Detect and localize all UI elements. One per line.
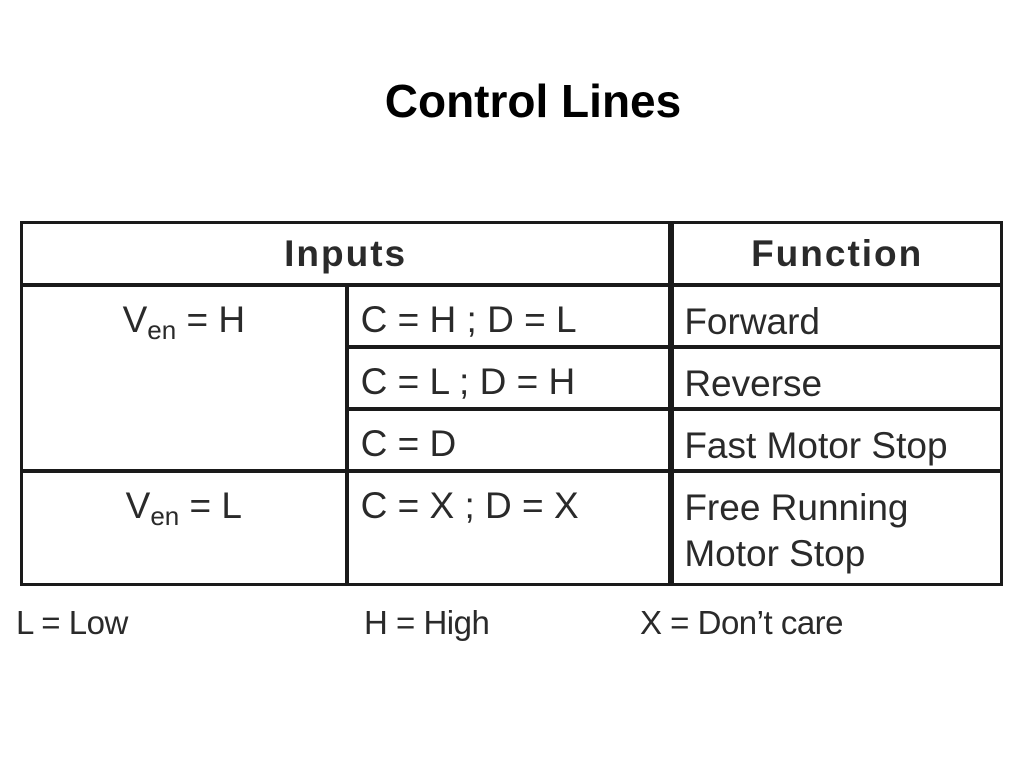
cd-condition-cell: C = D [348, 411, 675, 473]
ven-low-cell: Ven = L [23, 473, 349, 583]
function-line: Motor Stop [684, 533, 866, 574]
function-cell: Free Running Motor Stop [674, 473, 1000, 583]
inputs-header: Inputs [23, 224, 675, 287]
function-cell: Forward [674, 287, 1000, 349]
function-cell: Reverse [674, 349, 1000, 411]
cd-condition-cell: C = L ; D = H [348, 349, 675, 411]
legend-low: L = Low [16, 604, 128, 641]
cd-condition-cell: C = X ; D = X [349, 473, 675, 583]
ven-symbol: V [125, 485, 151, 526]
ven-value: = L [179, 485, 242, 526]
legend-high: H = High [364, 604, 490, 641]
function-header: Function [674, 224, 1000, 287]
cd-condition-cell: C = H ; D = L [348, 287, 675, 349]
function-cell: Fast Motor Stop [674, 411, 1000, 473]
slide-title: Control Lines [384, 75, 682, 127]
control-lines-table: Inputs Function Ven = H C = H ; D = L Fo… [20, 221, 1003, 586]
function-line: Free Running [684, 487, 909, 528]
ven-subscript: en [147, 315, 177, 345]
ven-high-cell: Ven = H [23, 287, 349, 473]
table-row: C = L ; D = H Reverse [23, 349, 1000, 411]
ven-symbol: V [122, 299, 148, 340]
ven-subscript: en [150, 501, 180, 531]
table-row: C = D Fast Motor Stop [23, 411, 1000, 473]
table-row: Ven = L C = X ; D = X Free Running Motor… [23, 473, 1000, 583]
legend-dont-care: X = Don’t care [640, 604, 844, 641]
table-header-row: Inputs Function [23, 224, 1000, 287]
ven-value: = H [176, 299, 246, 340]
table-row: Ven = H C = H ; D = L Forward [23, 287, 1000, 473]
